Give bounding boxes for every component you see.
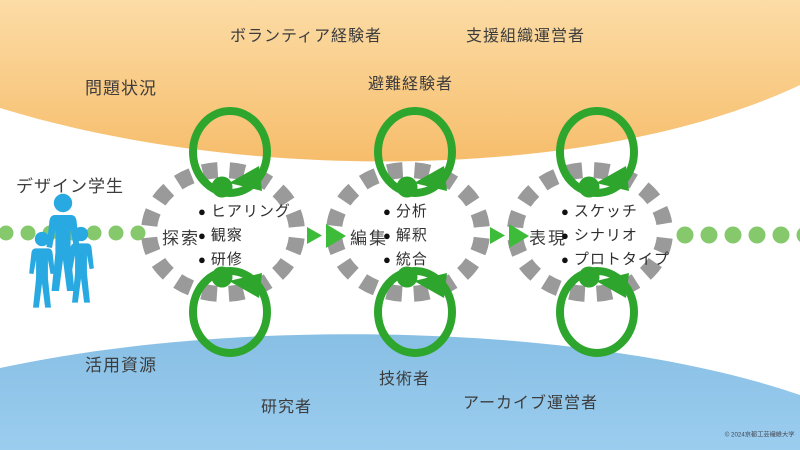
bullet-icon: ● <box>383 204 392 219</box>
list-item: ●ヒアリング <box>198 203 291 220</box>
bullet-icon: ● <box>383 252 392 267</box>
stage-label-editing: 編集 <box>348 224 390 249</box>
actor-label-design-students: デザイン学生 <box>16 177 124 196</box>
flow-dots-left-icon <box>0 225 146 241</box>
bullet-icon: ● <box>561 204 570 219</box>
flow-dots-right-icon <box>676 226 800 244</box>
stage-items-expression: ●スケッチ ●シナリオ ●プロトタイプ <box>561 200 670 272</box>
bullet-icon: ● <box>561 252 570 267</box>
flow-arrows-1-icon <box>307 224 346 248</box>
actor-label-researcher: 研究者 <box>261 399 313 416</box>
flow-arrows-2-icon <box>490 224 529 248</box>
list-item: ●プロトタイプ <box>561 251 670 268</box>
stage-label-expression: 表現 <box>527 224 569 249</box>
cycle-arrow-top-icon <box>560 111 634 198</box>
list-item: ●分析 <box>383 203 428 220</box>
bottom-band-shape <box>0 334 800 450</box>
context-label-resources: 活用資源 <box>85 356 157 375</box>
actor-label-support-org: 支援組織運営者 <box>466 28 586 45</box>
bullet-icon: ● <box>198 228 207 243</box>
bullet-icon: ● <box>198 204 207 219</box>
list-item: ●研修 <box>198 251 243 268</box>
cycle-arrow-top-icon <box>378 111 452 198</box>
actor-label-volunteer: ボランティア経験者 <box>230 28 383 45</box>
actor-label-engineer: 技術者 <box>379 371 431 388</box>
bullet-icon: ● <box>561 228 570 243</box>
cycle-arrow-bottom-icon <box>193 267 267 354</box>
list-item: ●シナリオ <box>561 227 638 244</box>
stage-label-exploration: 探索 <box>160 224 202 249</box>
actor-label-evacuee: 避難経験者 <box>368 76 454 93</box>
actor-label-archive-operator: アーカイブ運営者 <box>463 395 599 412</box>
copyright-text: © 2024京都工芸繊維大学 <box>724 431 794 439</box>
list-item: ●スケッチ <box>561 203 638 220</box>
list-item: ●解釈 <box>383 227 428 244</box>
context-label-problem-situation: 問題状況 <box>85 79 157 98</box>
stage-items-exploration: ●ヒアリング ●観察 ●研修 <box>198 200 291 272</box>
list-item: ●統合 <box>383 251 428 268</box>
bullet-icon: ● <box>198 252 207 267</box>
list-item: ●観察 <box>198 227 243 244</box>
design-students-icon <box>29 193 94 308</box>
cycle-arrow-bottom-icon <box>378 267 452 354</box>
stage-items-editing: ●分析 ●解釈 ●統合 <box>383 200 428 272</box>
cycle-arrow-bottom-icon <box>560 267 634 354</box>
cycle-arrow-top-icon <box>193 111 267 198</box>
bullet-icon: ● <box>383 228 392 243</box>
